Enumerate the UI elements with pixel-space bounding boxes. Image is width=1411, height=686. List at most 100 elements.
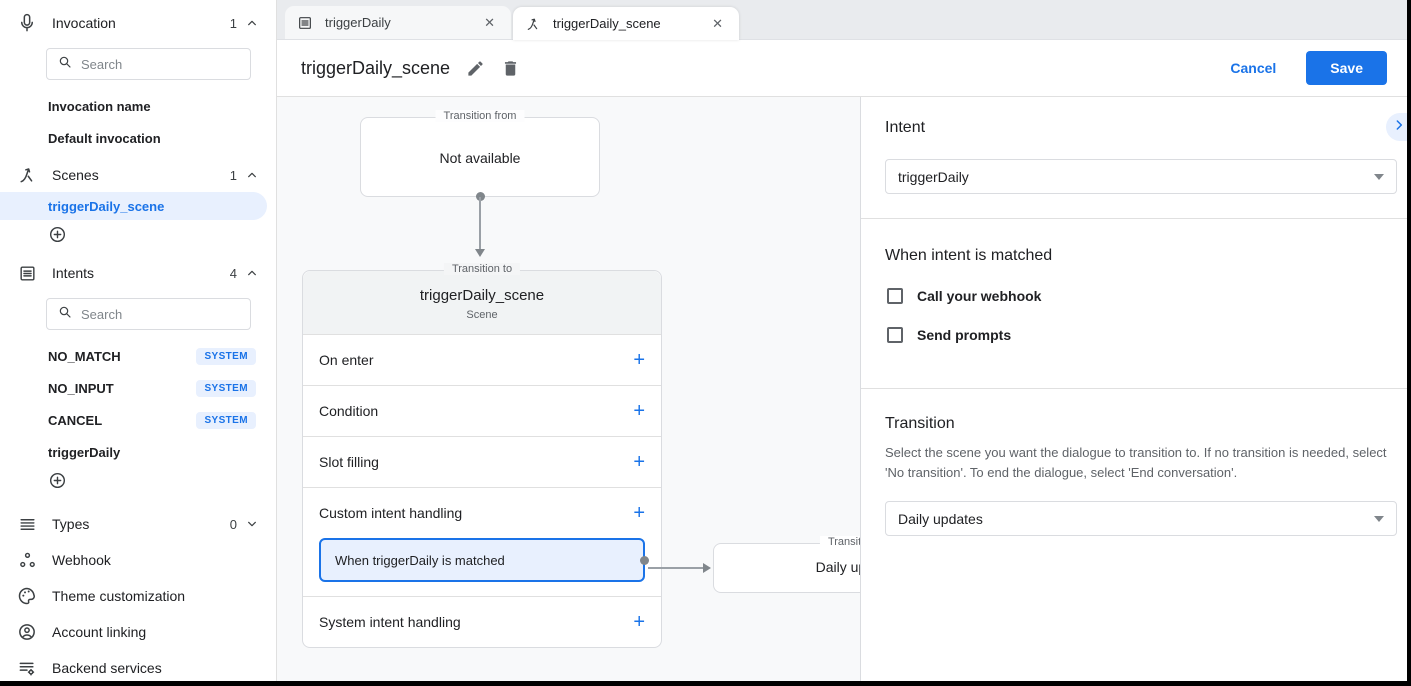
add-system-intent-button[interactable]: + — [633, 611, 645, 633]
sidebar-item-triggerdaily-scene[interactable]: triggerDaily_scene — [0, 192, 267, 220]
target-scene-node[interactable]: Transition to Daily updates — [713, 536, 860, 593]
system-badge: SYSTEM — [196, 347, 256, 365]
intent-select[interactable]: triggerDaily — [885, 159, 1397, 194]
tab-label: triggerDaily — [325, 15, 391, 30]
webhook-checkbox[interactable] — [887, 288, 903, 304]
scene-section-slot-filling[interactable]: Slot filling + — [303, 436, 661, 487]
chevron-down-icon[interactable] — [244, 516, 260, 532]
invocation-search-input[interactable] — [81, 56, 221, 72]
intent-name: NO_INPUT — [48, 380, 114, 396]
types-icon — [16, 513, 38, 535]
transition-description: Select the scene you want the dialogue t… — [885, 445, 1387, 480]
chevron-up-icon[interactable] — [244, 265, 260, 281]
close-icon[interactable]: ✕ — [484, 14, 495, 30]
section-label: Slot filling — [319, 454, 379, 470]
flow-canvas[interactable]: Transition from Not available Transition… — [277, 97, 860, 686]
scene-section-system-intent-handling[interactable]: System intent handling + — [303, 596, 661, 647]
backend-services-icon — [16, 657, 38, 679]
add-condition-button[interactable]: + — [633, 400, 645, 422]
add-scene-button[interactable] — [0, 222, 276, 252]
scene-section-condition[interactable]: Condition + — [303, 385, 661, 436]
sidebar-item-no-input[interactable]: NO_INPUT SYSTEM — [0, 372, 276, 404]
sidebar-section-types[interactable]: Types 0 — [0, 506, 276, 542]
transition-heading: Transition — [885, 415, 955, 432]
webhook-checkbox-label: Call your webhook — [917, 288, 1042, 304]
intent-details-panel: Intent triggerDaily When intent is match… — [860, 97, 1411, 686]
palette-icon — [16, 585, 38, 607]
page-header: triggerDaily_scene Cancel Save — [277, 40, 1411, 97]
intents-count: 4 — [229, 265, 237, 281]
transition-select[interactable]: Daily updates — [885, 501, 1397, 536]
sidebar-item-no-match[interactable]: NO_MATCH SYSTEM — [0, 340, 276, 372]
types-label: Types — [52, 516, 90, 532]
microphone-icon — [16, 12, 38, 34]
sidebar-item-webhook[interactable]: Webhook — [0, 542, 276, 578]
add-slot-filling-button[interactable]: + — [633, 451, 645, 473]
call-webhook-option[interactable]: Call your webhook — [887, 288, 1387, 304]
scene-node[interactable]: Transition to triggerDaily_scene Scene O… — [302, 263, 662, 648]
chevron-up-icon[interactable] — [244, 167, 260, 183]
section-label: Custom intent handling — [319, 505, 463, 521]
close-icon[interactable]: ✕ — [712, 15, 723, 31]
connector-line — [479, 197, 481, 249]
scene-node-header[interactable]: triggerDaily_scene Scene — [303, 271, 661, 334]
arrow-down-icon — [475, 249, 485, 257]
sidebar-section-invocation[interactable]: Invocation 1 — [0, 8, 276, 38]
sidebar-item-account-linking[interactable]: Account linking — [0, 614, 276, 650]
section-label: On enter — [319, 352, 374, 368]
collapse-panel-button[interactable] — [1386, 113, 1411, 141]
send-prompts-option[interactable]: Send prompts — [887, 327, 1387, 343]
webhook-label: Webhook — [52, 552, 111, 568]
invocation-label: Invocation — [52, 15, 116, 31]
sidebar-item-theme-customization[interactable]: Theme customization — [0, 578, 276, 614]
sidebar-item-invocation-name[interactable]: Invocation name — [48, 98, 151, 114]
intent-tab-icon — [297, 14, 315, 32]
tab-strip: triggerDaily ✕ triggerDaily_scene ✕ — [277, 0, 1411, 40]
system-badge: SYSTEM — [196, 379, 256, 397]
transition-to-label: Transition to — [819, 536, 860, 548]
intent-heading: Intent — [885, 119, 926, 136]
sidebar-item-cancel[interactable]: CANCEL SYSTEM — [0, 404, 276, 436]
cancel-button[interactable]: Cancel — [1230, 60, 1277, 76]
save-button[interactable]: Save — [1306, 51, 1387, 85]
sidebar: Invocation 1 Invocation name Default inv… — [0, 0, 277, 686]
intents-search[interactable] — [46, 298, 251, 330]
intent-handler-item[interactable]: When triggerDaily is matched — [319, 538, 649, 582]
add-on-enter-button[interactable]: + — [633, 349, 645, 371]
tab-triggerdaily[interactable]: triggerDaily ✕ — [285, 6, 511, 39]
intent-name: CANCEL — [48, 412, 103, 428]
connector-dot — [476, 192, 485, 201]
tab-triggerdaily-scene[interactable]: triggerDaily_scene ✕ — [513, 7, 739, 40]
sidebar-section-intents[interactable]: Intents 4 — [0, 258, 276, 288]
plus-circle-icon — [48, 471, 67, 495]
webhook-icon — [16, 549, 38, 571]
scenes-count: 1 — [229, 167, 237, 183]
scene-section-on-enter[interactable]: On enter + — [303, 334, 661, 385]
tab-label: triggerDaily_scene — [553, 16, 661, 31]
add-intent-button[interactable] — [0, 468, 276, 498]
sidebar-item-triggerdaily[interactable]: triggerDaily — [0, 436, 276, 468]
add-custom-intent-button[interactable]: + — [633, 502, 645, 524]
dropdown-caret-icon — [1374, 173, 1384, 180]
delete-icon[interactable] — [501, 59, 520, 78]
sidebar-section-scenes[interactable]: Scenes 1 — [0, 160, 276, 190]
invocation-search[interactable] — [46, 48, 251, 80]
types-count: 0 — [229, 516, 237, 532]
sidebar-item-default-invocation[interactable]: Default invocation — [48, 130, 161, 146]
transition-select-value: Daily updates — [898, 510, 983, 527]
system-badge: SYSTEM — [196, 411, 256, 429]
sidebar-item-backend-services[interactable]: Backend services — [0, 650, 276, 686]
edit-icon[interactable] — [466, 59, 485, 78]
intents-label: Intents — [52, 265, 95, 281]
intents-search-input[interactable] — [81, 306, 221, 322]
dropdown-caret-icon — [1374, 515, 1384, 522]
scenes-icon — [16, 164, 38, 186]
prompts-checkbox[interactable] — [887, 327, 903, 343]
account-icon — [16, 621, 38, 643]
invocation-count: 1 — [229, 15, 237, 31]
chevron-up-icon[interactable] — [244, 15, 260, 31]
scene-tab-icon — [525, 15, 543, 33]
scene-section-custom-intent-handling[interactable]: Custom intent handling + — [303, 487, 661, 538]
transition-from-value: Not available — [439, 150, 521, 166]
